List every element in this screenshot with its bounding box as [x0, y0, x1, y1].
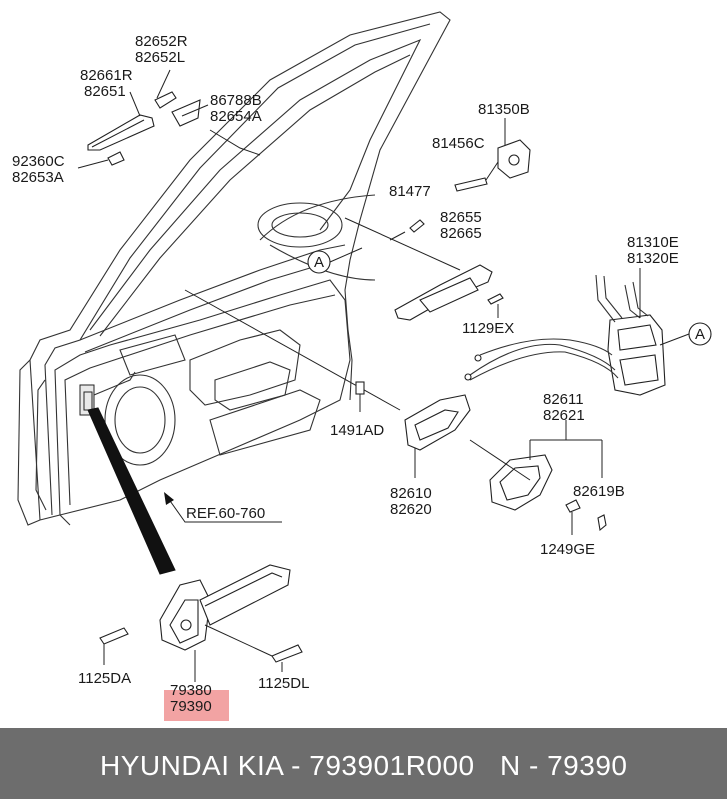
latch-assembly — [464, 268, 712, 396]
label-81477: 81477 — [389, 183, 431, 200]
label-82655: 82655 — [440, 209, 482, 226]
door-frame — [17, 11, 451, 526]
label-82611: 82611 — [543, 391, 584, 408]
part-highlight — [164, 690, 229, 721]
label-1491ad: 1491AD — [330, 422, 384, 439]
label-82620: 82620 — [390, 501, 432, 518]
label-1249ge: 1249GE — [540, 541, 595, 558]
label-1129ex: 1129EX — [462, 320, 514, 337]
label-92360c: 92360C — [12, 153, 65, 170]
exploded-parts-diagram: 82652R 82652L 82661R 82651 86788B 82654A… — [12, 11, 712, 715]
label-82610: 82610 — [390, 485, 432, 502]
label-81456c: 81456C — [432, 135, 485, 152]
footer-bar: HYUNDAI KIA - 793901R000 N - 79390 — [0, 728, 727, 799]
footer-oem-code: N - 79390 — [500, 750, 628, 781]
label-81320e: 81320E — [627, 250, 679, 267]
callout-a-left: A — [314, 254, 324, 271]
callout-a-right: A — [695, 326, 705, 343]
label-81310e: 81310E — [627, 234, 679, 251]
label-82651: 82651 — [84, 83, 126, 100]
door-check-parts — [87, 407, 303, 682]
inner-handle-parts — [355, 381, 607, 535]
label-79380: 79380 — [170, 682, 212, 699]
label-82665: 82665 — [440, 225, 482, 242]
label-82652l: 82652L — [135, 49, 185, 66]
label-82621: 82621 — [543, 407, 585, 424]
label-86788b: 86788B — [210, 92, 262, 109]
label-82654a: 82654A — [210, 108, 262, 125]
part-labels: 82652R 82652L 82661R 82651 86788B 82654A… — [12, 33, 705, 715]
label-79390: 79390 — [170, 698, 212, 715]
label-1125da: 1125DA — [78, 670, 131, 687]
label-ref-60-760: REF.60-760 — [186, 505, 265, 522]
label-82619b: 82619B — [573, 483, 625, 500]
label-82653a: 82653A — [12, 169, 64, 186]
outside-handle-parts — [77, 69, 261, 169]
label-82652r: 82652R — [135, 33, 188, 50]
label-1125dl: 1125DL — [258, 675, 309, 692]
label-82661r: 82661R — [80, 67, 133, 84]
label-81350b: 81350B — [478, 101, 530, 118]
latch-and-handle-parts — [184, 118, 531, 411]
footer-part-number: HYUNDAI KIA - 793901R000 — [100, 750, 475, 781]
